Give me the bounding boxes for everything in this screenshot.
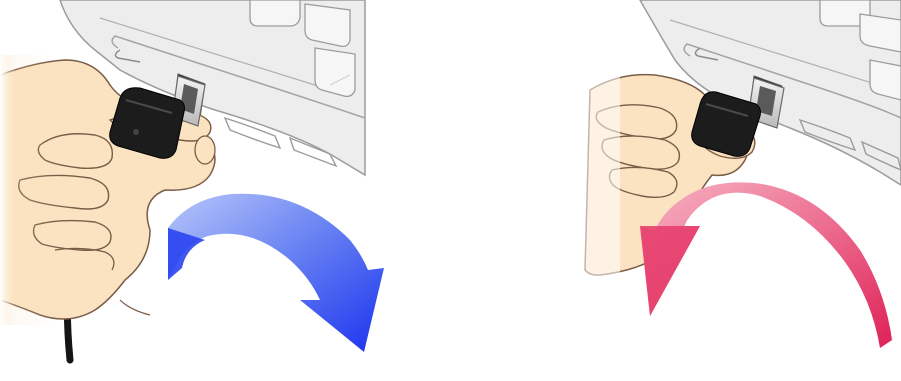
panel-left-insert [0, 0, 384, 360]
rotate-arrow-icon [168, 194, 384, 352]
panel-right-remove [580, 0, 901, 348]
